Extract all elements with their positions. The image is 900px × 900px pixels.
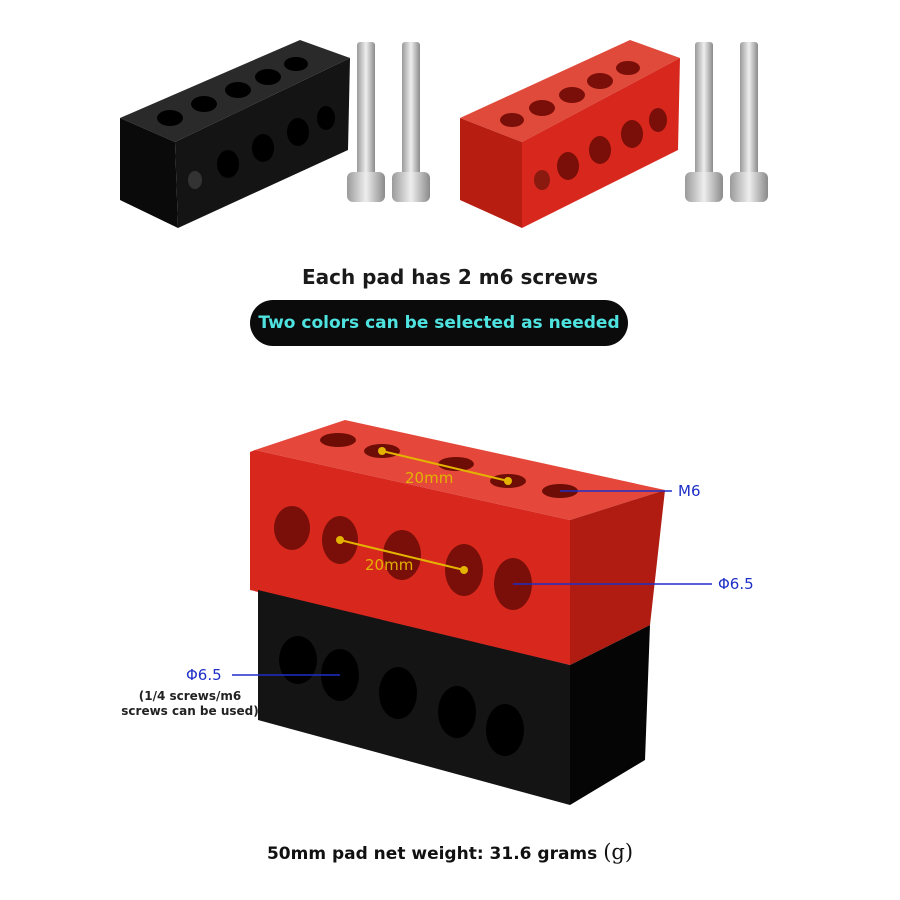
- spacing-label-top: 20mm: [405, 469, 454, 487]
- black-pad-main: [258, 590, 650, 805]
- weight-text: 50mm pad net weight: 31.6 grams: [266, 844, 598, 864]
- screw-1: [347, 42, 385, 202]
- product-photo-top: [120, 40, 768, 228]
- screw-2: [392, 42, 430, 202]
- hole-diameter-left-label: Φ6.5: [186, 666, 222, 684]
- weight-caption: 50mm pad net weight: 31.6 grams (g): [0, 840, 900, 864]
- color-options-text: Two colors can be selected as needed: [258, 313, 620, 333]
- color-options-badge: Two colors can be selected as needed: [250, 300, 628, 346]
- product-photo-stacked: [232, 420, 712, 805]
- screws-caption: Each pad has 2 m6 screws: [301, 265, 599, 289]
- screw-3: [685, 42, 723, 202]
- red-pad-top-image: [460, 40, 680, 228]
- hole-diameter-right-label: Φ6.5: [718, 575, 754, 593]
- screw-compatibility-note: (1/4 screws/m6 screws can be used): [121, 689, 259, 718]
- spacing-dimension-face: [336, 536, 468, 574]
- black-pad-top-image: [120, 40, 350, 228]
- screw-4: [730, 42, 768, 202]
- weight-unit: (g): [603, 840, 634, 864]
- spacing-label-face: 20mm: [365, 556, 414, 574]
- spacing-dimension-top: [378, 447, 512, 485]
- thread-size-label: M6: [678, 482, 701, 500]
